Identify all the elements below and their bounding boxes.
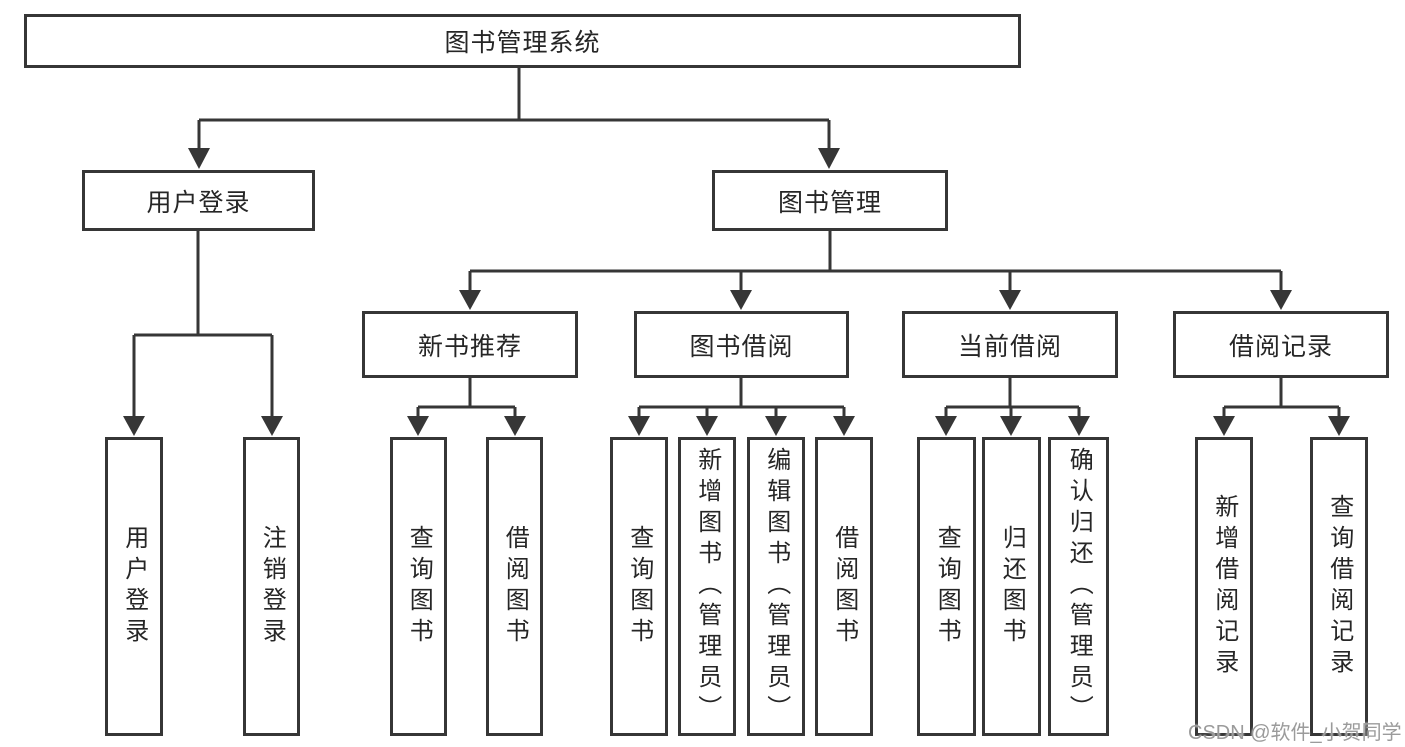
leaf-query-books-current: 查询图书	[917, 437, 976, 736]
arrow-down-icon	[935, 416, 957, 436]
arrow-down-icon	[818, 148, 840, 169]
arrow-down-icon	[407, 416, 429, 436]
leaf-borrow-books: 借阅图书	[815, 437, 873, 736]
node-borrow-records: 借阅记录	[1173, 311, 1389, 378]
arrow-down-icon	[1270, 290, 1292, 310]
connector-level3-trunks	[468, 378, 1283, 407]
arrow-down-icon	[459, 290, 481, 310]
node-new-book-recommend: 新书推荐	[362, 311, 578, 378]
leaf-edit-book-admin: 编辑图书（管理员）	[747, 437, 805, 736]
arrow-down-icon	[188, 148, 210, 169]
node-user-login: 用户登录	[82, 170, 315, 231]
leaf-return-book: 归还图书	[982, 437, 1041, 736]
leaf-query-books-borrow: 查询图书	[610, 437, 668, 736]
leaf-query-borrow-record: 查询借阅记录	[1310, 437, 1368, 736]
node-book-management: 图书管理	[712, 170, 948, 231]
leaf-logout: 注销登录	[243, 437, 300, 736]
node-current-borrow: 当前借阅	[902, 311, 1118, 378]
arrow-down-icon	[1328, 416, 1350, 436]
arrow-down-icon	[765, 416, 787, 436]
connector-newbook-children	[416, 405, 517, 417]
arrow-down-icon	[1000, 416, 1022, 436]
arrow-down-icon	[628, 416, 650, 436]
leaf-add-book-admin: 新增图书（管理员）	[678, 437, 736, 736]
arrow-down-icon	[696, 416, 718, 436]
leaf-query-books-recommend: 查询图书	[390, 437, 447, 736]
leaf-confirm-return-admin: 确认归还（管理员）	[1048, 437, 1109, 736]
arrowheads	[123, 148, 1350, 436]
arrow-down-icon	[730, 290, 752, 310]
arrow-down-icon	[1213, 416, 1235, 436]
leaf-borrow-books-recommend: 借阅图书	[486, 437, 543, 736]
arrow-down-icon	[999, 290, 1021, 310]
arrow-down-icon	[833, 416, 855, 436]
node-book-borrow: 图书借阅	[634, 311, 849, 378]
leaf-user-login: 用户登录	[105, 437, 163, 736]
connector-root-to-level2	[197, 68, 831, 150]
connector-bookborrow-children	[637, 405, 846, 417]
arrow-down-icon	[504, 416, 526, 436]
arrow-down-icon	[261, 416, 283, 436]
connector-bookmgmt-to-level3	[468, 231, 1283, 291]
arrow-down-icon	[123, 416, 145, 436]
leaf-add-borrow-record: 新增借阅记录	[1195, 437, 1253, 736]
csdn-watermark: CSDN @软件_小贺同学	[1188, 722, 1402, 744]
connector-borrowrecords-children	[1222, 405, 1341, 417]
connector-currentborrow-children	[944, 405, 1081, 417]
arrow-down-icon	[1068, 416, 1090, 436]
connector-userlogin-to-leaves	[132, 231, 274, 417]
node-library-management-system: 图书管理系统	[24, 14, 1021, 68]
